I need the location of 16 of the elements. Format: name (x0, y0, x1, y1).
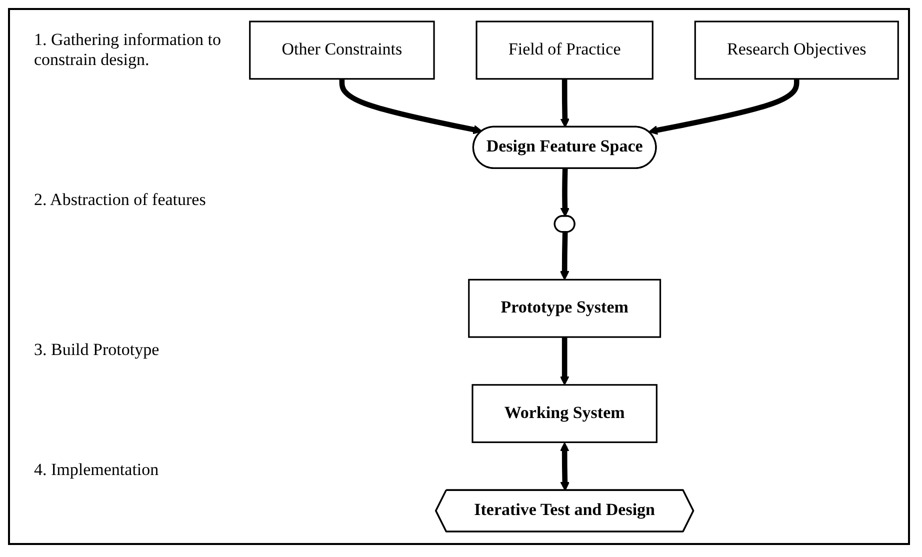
step-label: 4. Implementation (34, 460, 160, 480)
step-label: 1. Gathering information to constrain design. (34, 30, 222, 71)
arrow (560, 168, 570, 217)
step-label: 3. Build Prototype (34, 340, 160, 360)
node-box: Other Constraints (249, 20, 435, 80)
node-box: Research Objectives (694, 20, 899, 80)
arrow (560, 78, 570, 128)
arrow (560, 442, 570, 492)
step-label: 2. Abstraction of features (34, 190, 207, 210)
node-box: Field of Practice (476, 20, 654, 80)
arrow (560, 232, 570, 280)
node-box: Prototype System (468, 278, 662, 338)
node-box: Working System (472, 384, 658, 444)
arrow (648, 78, 800, 135)
arrow (560, 337, 570, 386)
arrow (339, 78, 483, 134)
